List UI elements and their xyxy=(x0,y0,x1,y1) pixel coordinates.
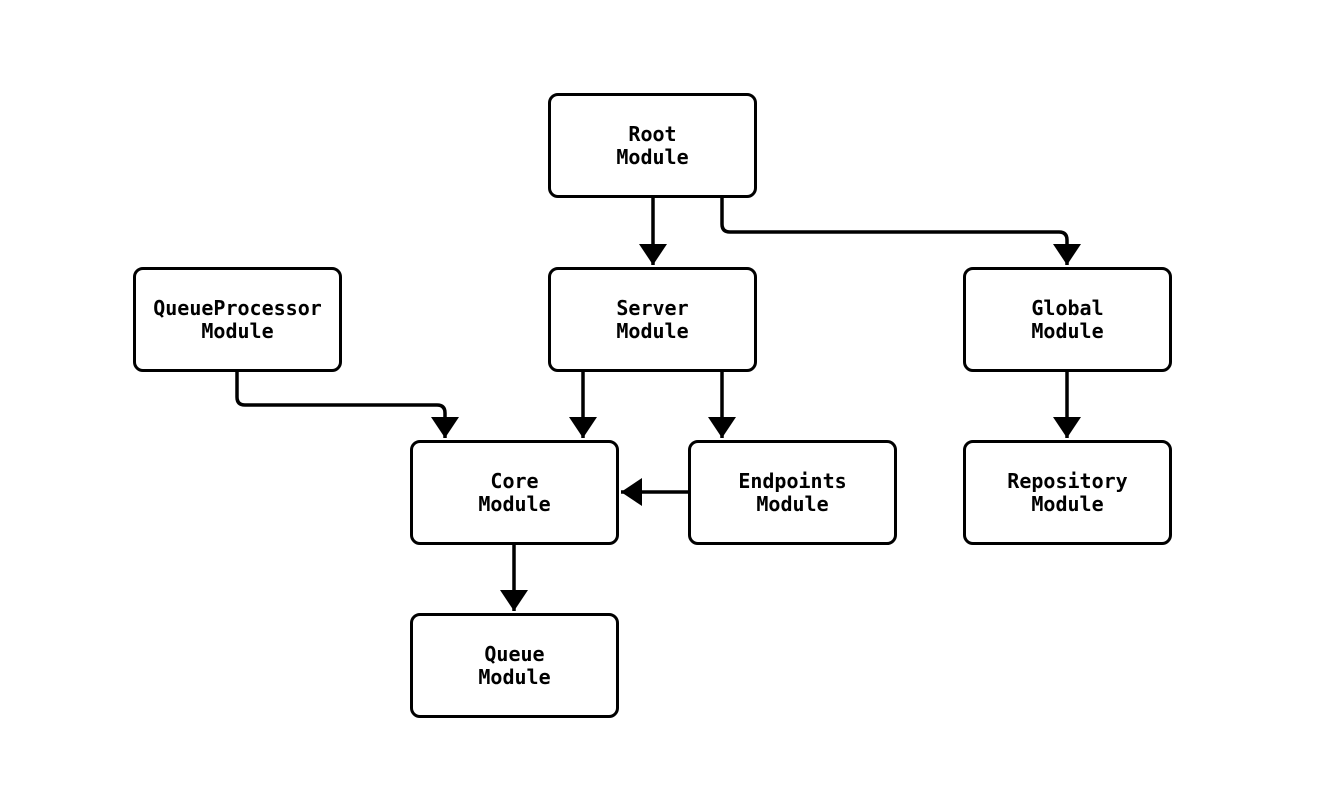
node-server-module: Server Module xyxy=(548,267,757,372)
node-label-line: Module xyxy=(478,664,551,689)
node-label-line: Module xyxy=(616,318,689,343)
edge-queueprocessor-to-core-arrow xyxy=(235,372,459,438)
node-label-line: Root xyxy=(628,121,677,146)
node-root-module: Root Module xyxy=(548,93,757,198)
node-label-line: Queue xyxy=(484,641,545,666)
node-global-module: Global Module xyxy=(963,267,1172,372)
edge-root-to-global-arrow xyxy=(720,198,1081,265)
node-label-line: Module xyxy=(1031,318,1104,343)
node-label-line: Module xyxy=(1031,491,1104,516)
node-label-line: Server xyxy=(616,295,689,320)
node-queueprocessor-module: QueueProcessor Module xyxy=(133,267,342,372)
node-label-line: Module xyxy=(201,318,274,343)
node-queue-module: Queue Module xyxy=(410,613,619,718)
node-label-line: Endpoints xyxy=(738,468,847,493)
node-repository-module: Repository Module xyxy=(963,440,1172,545)
node-endpoints-module: Endpoints Module xyxy=(688,440,897,545)
node-label-line: Core xyxy=(490,468,539,493)
node-label-line: Module xyxy=(616,144,689,169)
node-label-line: Global xyxy=(1031,295,1104,320)
node-core-module: Core Module xyxy=(410,440,619,545)
node-label-line: QueueProcessor xyxy=(153,295,322,320)
node-label-line: Module xyxy=(756,491,829,516)
node-label-line: Module xyxy=(478,491,551,516)
node-label-line: Repository xyxy=(1007,468,1128,493)
